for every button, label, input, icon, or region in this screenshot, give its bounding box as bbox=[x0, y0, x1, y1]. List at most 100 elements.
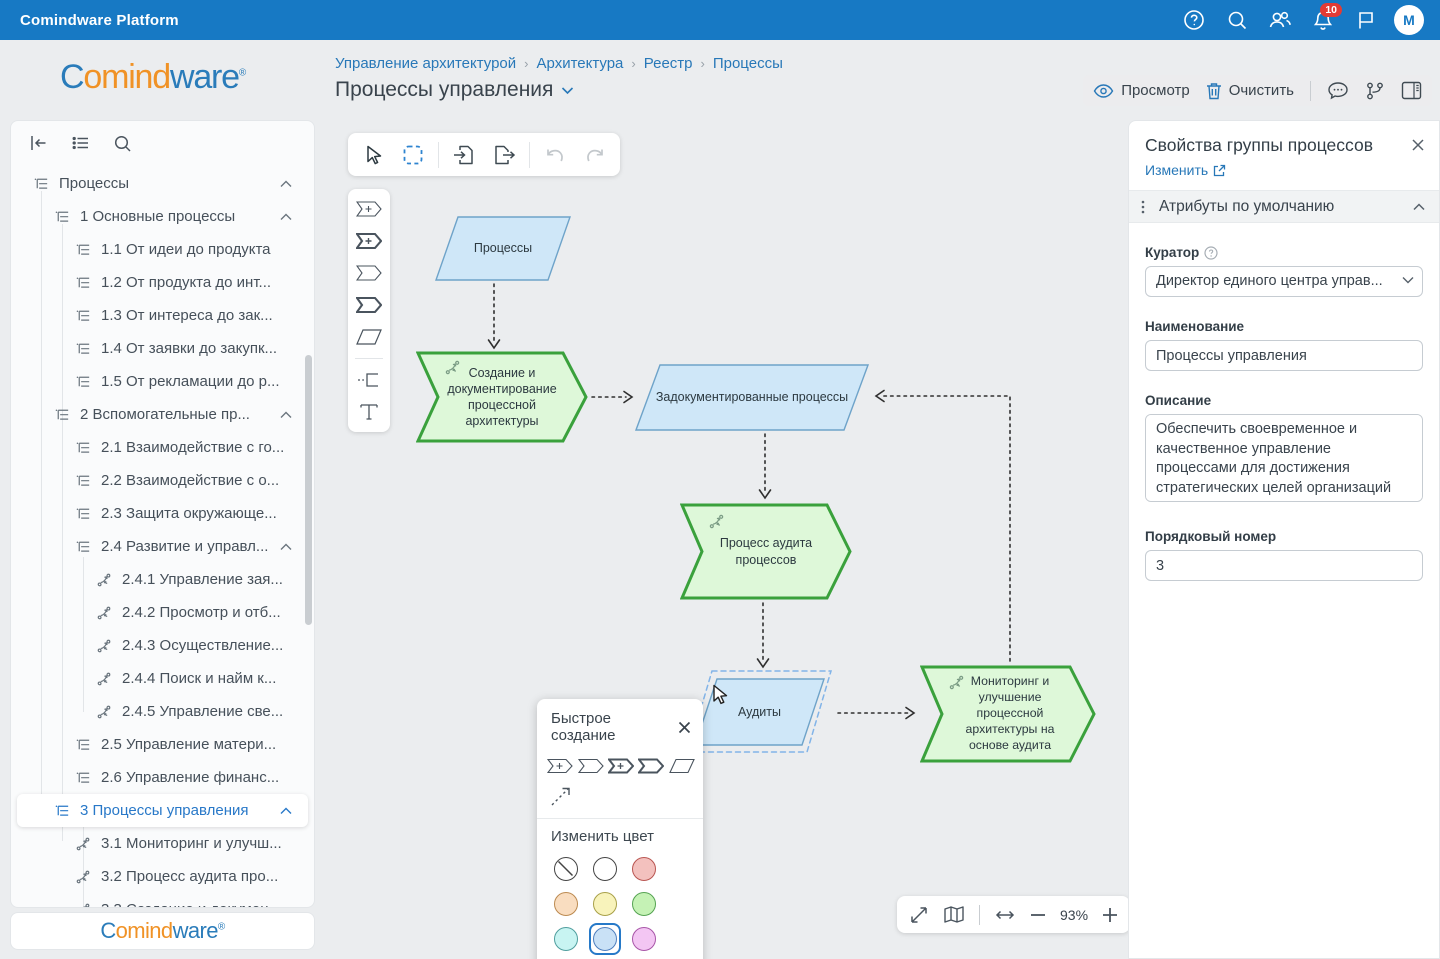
avatar[interactable]: M bbox=[1392, 3, 1426, 37]
palette-parallelogram-icon[interactable] bbox=[353, 323, 385, 351]
quick-chevron-thin-icon[interactable] bbox=[577, 754, 604, 778]
popup-close-icon[interactable] bbox=[678, 721, 691, 734]
tree-item[interactable]: 1.1 От идеи до продукта bbox=[17, 233, 308, 266]
help-icon[interactable] bbox=[1177, 3, 1211, 37]
quick-chevron-bold-icon[interactable] bbox=[638, 754, 665, 778]
tree-item[interactable]: 2.4.4 Поиск и найм к... bbox=[17, 662, 308, 695]
shape-processes[interactable]: Процессы bbox=[435, 216, 571, 281]
tree-item[interactable]: 2.4.5 Управление све... bbox=[17, 695, 308, 728]
search-tree-icon[interactable] bbox=[113, 134, 132, 153]
color-swatch-yellow[interactable] bbox=[590, 889, 620, 919]
collapse-chevron-icon[interactable] bbox=[280, 213, 292, 221]
shape-create-document-architecture[interactable]: Создание и документирование процессной а… bbox=[416, 351, 588, 443]
tree-scrollbar[interactable] bbox=[305, 355, 312, 625]
zoom-out-icon[interactable] bbox=[1030, 913, 1046, 917]
tree-item[interactable]: 1.2 От продукта до инт... bbox=[17, 266, 308, 299]
tree-item[interactable]: 2.1 Взаимодействие с го... bbox=[17, 431, 308, 464]
color-swatch-orange[interactable] bbox=[551, 889, 581, 919]
quick-parallelogram-icon[interactable] bbox=[668, 754, 695, 778]
shape-documented-processes[interactable]: Задокументированные процессы bbox=[635, 364, 869, 431]
palette-connector-icon[interactable] bbox=[353, 366, 385, 394]
tree-item[interactable]: 2.3 Защита окружающе... bbox=[17, 497, 308, 530]
palette-chevron-bold-icon[interactable] bbox=[353, 291, 385, 319]
tree-item[interactable]: 3.3 Создание и докумен... bbox=[17, 893, 308, 907]
color-swatch-white[interactable] bbox=[590, 854, 620, 884]
notifications-bell-icon[interactable]: 10 bbox=[1306, 3, 1342, 37]
collapse-chevron-icon[interactable] bbox=[280, 180, 292, 188]
collapse-chevron-icon[interactable] bbox=[280, 543, 292, 551]
versions-icon[interactable] bbox=[1365, 81, 1385, 101]
marquee-select-tool-icon[interactable] bbox=[398, 140, 428, 170]
name-input[interactable] bbox=[1145, 340, 1423, 371]
tree-item[interactable]: 2.4.3 Осуществление... bbox=[17, 629, 308, 662]
tree-item[interactable]: 3 Процессы управления bbox=[17, 794, 308, 827]
minimap-icon[interactable] bbox=[943, 905, 965, 924]
edit-link[interactable]: Изменить bbox=[1145, 162, 1439, 178]
color-swatch-blue[interactable] bbox=[589, 923, 621, 955]
order-input[interactable] bbox=[1145, 550, 1423, 581]
flag-icon[interactable] bbox=[1349, 3, 1383, 37]
tree-item[interactable]: 2.4 Развитие и управл... bbox=[17, 530, 308, 563]
tree-item[interactable]: Процессы bbox=[17, 167, 308, 200]
breadcrumb-item[interactable]: Реестр bbox=[643, 55, 693, 72]
redo-icon[interactable] bbox=[580, 140, 610, 170]
collapse-chevron-icon[interactable] bbox=[280, 807, 292, 815]
palette-chevron-thin-icon[interactable] bbox=[353, 259, 385, 287]
breadcrumb-item[interactable]: Управление архитектурой bbox=[335, 55, 517, 72]
tree-item-label: 1.2 От продукта до инт... bbox=[101, 274, 272, 291]
import-icon[interactable] bbox=[449, 140, 479, 170]
color-swatch-green[interactable] bbox=[629, 889, 659, 919]
tree-item[interactable]: 2.4.2 Просмотр и отб... bbox=[17, 596, 308, 629]
users-icon[interactable] bbox=[1263, 3, 1297, 37]
color-swatch-cyan[interactable] bbox=[551, 924, 581, 954]
color-swatch-magenta[interactable] bbox=[629, 924, 659, 954]
curator-select[interactable]: Директор единого центра управ... bbox=[1145, 266, 1423, 297]
shape-audit-process[interactable]: Процесс аудита процессов bbox=[680, 503, 852, 600]
drag-handle-icon[interactable] bbox=[1137, 199, 1149, 215]
tree-item[interactable]: 3.2 Процесс аудита про... bbox=[17, 860, 308, 893]
view-button[interactable]: Просмотр bbox=[1093, 82, 1190, 99]
page-title-dropdown-icon[interactable] bbox=[561, 86, 574, 95]
list-view-icon[interactable] bbox=[71, 134, 91, 152]
search-icon[interactable] bbox=[1220, 3, 1254, 37]
export-icon[interactable] bbox=[489, 140, 519, 170]
description-textarea[interactable] bbox=[1145, 414, 1423, 502]
breadcrumb-item[interactable]: Архитектура bbox=[536, 55, 624, 72]
fullscreen-icon[interactable] bbox=[909, 905, 929, 925]
quick-chevron-plus-thin-icon[interactable] bbox=[547, 754, 573, 778]
collapse-sidebar-icon[interactable] bbox=[29, 134, 49, 152]
zoom-in-icon[interactable] bbox=[1102, 907, 1118, 923]
palette-text-icon[interactable] bbox=[353, 398, 385, 426]
quick-connector-arrow-icon[interactable] bbox=[547, 784, 577, 808]
undo-icon[interactable] bbox=[540, 140, 570, 170]
palette-chevron-plus-bold-icon[interactable] bbox=[353, 227, 385, 255]
fit-width-icon[interactable] bbox=[994, 908, 1016, 922]
tree-item[interactable]: 2.6 Управление финанс... bbox=[17, 761, 308, 794]
tree-item[interactable]: 2.4.1 Управление зая... bbox=[17, 563, 308, 596]
color-swatch-red[interactable] bbox=[629, 854, 659, 884]
tree-item[interactable]: 1.3 От интереса до зак... bbox=[17, 299, 308, 332]
tree-item[interactable]: 2.2 Взаимодействие с о... bbox=[17, 464, 308, 497]
tree-item[interactable]: 3.1 Мониторинг и улучш... bbox=[17, 827, 308, 860]
color-swatch-none[interactable] bbox=[551, 854, 581, 884]
clear-button[interactable]: Очистить bbox=[1206, 82, 1294, 100]
palette-chevron-plus-thin-icon[interactable] bbox=[353, 195, 385, 223]
breadcrumb-item[interactable]: Процессы bbox=[712, 55, 783, 72]
tree-item[interactable]: 2.5 Управление матери... bbox=[17, 728, 308, 761]
tree-item[interactable]: 1 Основные процессы bbox=[17, 200, 308, 233]
side-panel-icon[interactable] bbox=[1401, 81, 1422, 100]
shape-audits[interactable]: Аудиты bbox=[694, 678, 825, 746]
pointer-tool-icon[interactable] bbox=[358, 140, 388, 170]
tree-item[interactable]: 1.4 От заявки до закупк... bbox=[17, 332, 308, 365]
tree-item[interactable]: 1.5 От рекламации до р... bbox=[17, 365, 308, 398]
comments-icon[interactable] bbox=[1327, 81, 1349, 100]
properties-close-icon[interactable] bbox=[1411, 138, 1425, 152]
process-branch-icon bbox=[75, 836, 92, 852]
collapse-chevron-icon[interactable] bbox=[280, 411, 292, 419]
quick-chevron-plus-bold-icon[interactable] bbox=[608, 754, 635, 778]
tree-item[interactable]: 2 Вспомогательные пр... bbox=[17, 398, 308, 431]
section-default-attributes[interactable]: Атрибуты по умолчанию bbox=[1129, 190, 1439, 223]
shape-monitoring-improvement[interactable]: Мониторинг и улучшение процессной архите… bbox=[920, 665, 1096, 763]
